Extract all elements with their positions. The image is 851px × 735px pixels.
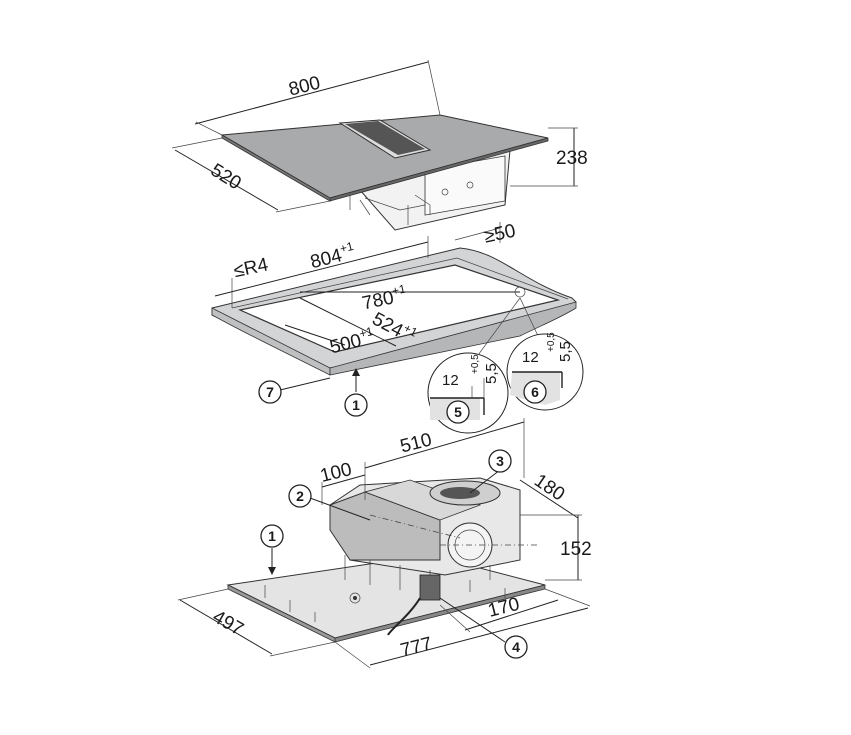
callout-2: 2	[288, 484, 312, 508]
detail5-depth: 5,5	[483, 363, 500, 384]
svg-text:3: 3	[496, 453, 504, 469]
detail5-width: 12	[442, 372, 459, 389]
dim-radius: ≤R4	[232, 254, 271, 282]
callout-1-top: 1	[344, 393, 368, 417]
connection-box	[419, 574, 441, 601]
top-hob: 800 520 238	[171, 59, 588, 231]
svg-text:2: 2	[296, 488, 304, 504]
dim-238: 238	[556, 148, 588, 169]
callout-5: 5	[446, 400, 470, 424]
bottom-unit: 510 100 180 152 497 777 170	[177, 418, 592, 669]
dim-800: 800	[287, 73, 323, 101]
svg-text:5: 5	[454, 404, 462, 420]
svg-text:4: 4	[512, 639, 520, 655]
worktop-cutout: ≤R4 804+1 ≥50 780+1 500+1 524+1	[211, 221, 577, 392]
callout-7: 7	[258, 380, 282, 404]
svg-text:1: 1	[268, 528, 276, 544]
cutout-hole	[238, 264, 561, 353]
dim-804: 804+1	[308, 239, 358, 273]
callout-6: 6	[523, 380, 547, 404]
svg-text:1: 1	[352, 397, 360, 413]
callout-1-bottom: 1	[260, 524, 284, 548]
svg-text:6: 6	[531, 384, 539, 400]
dim-777: 777	[398, 633, 434, 661]
callout-3: 3	[488, 449, 512, 473]
detail-6: 12 5,5 +0,5	[506, 332, 584, 411]
dim-520: 520	[207, 160, 245, 195]
svg-text:7: 7	[266, 384, 274, 400]
detail6-tol: +0,5	[546, 332, 557, 352]
dim-100: 100	[318, 459, 354, 487]
callout-4: 4	[504, 635, 528, 659]
dim-510: 510	[398, 429, 434, 457]
detail6-width: 12	[522, 349, 539, 366]
dim-497: 497	[209, 606, 247, 640]
dim-spacing: ≥50	[482, 221, 517, 248]
detail-5: 12 5,5 +0,5	[427, 352, 509, 434]
dim-180: 180	[530, 470, 568, 505]
detail6-depth: 5,5	[557, 341, 574, 362]
dim-152: 152	[560, 539, 592, 560]
detail5-tol: +0,5	[470, 354, 481, 374]
